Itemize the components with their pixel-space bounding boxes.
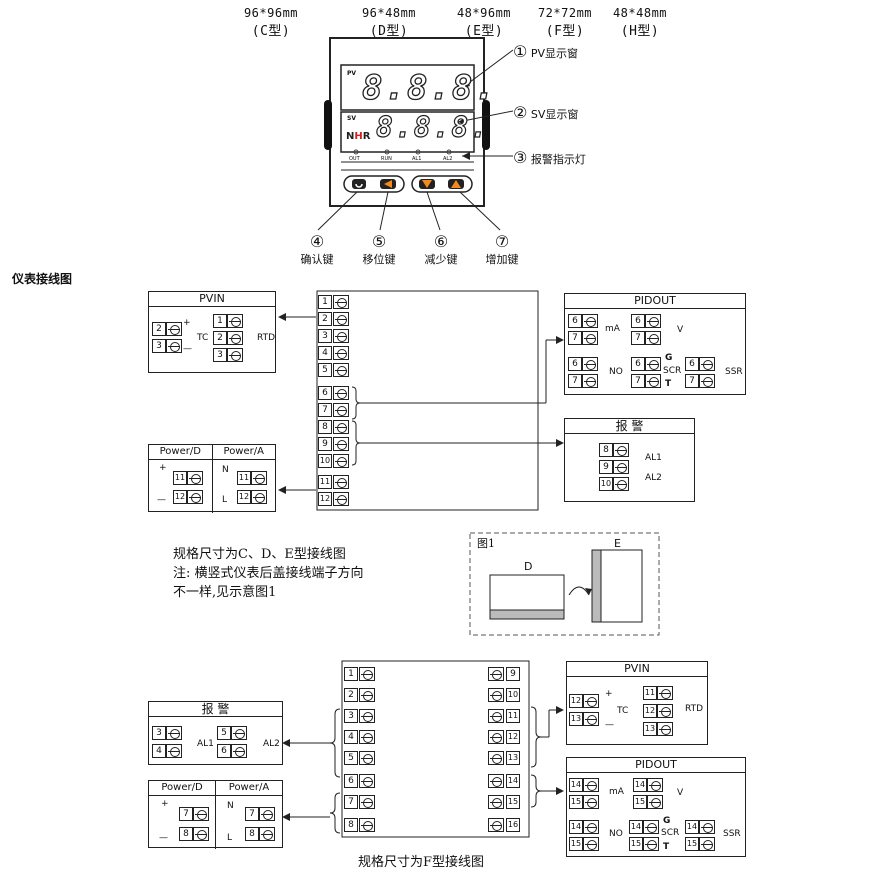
fig1-label: 图1: [477, 537, 495, 550]
f-pidout-box: PIDOUT 14 15 mA 14 15 V 14 15 NO 14 15 G…: [566, 757, 746, 857]
terminal-1: 1: [318, 295, 332, 309]
sv-tag: SV: [347, 115, 356, 122]
notes: 规格尺寸为C、D、E型接线图 注: 横竖式仪表后盖接线端子方向 不一样,见示意图…: [173, 547, 364, 600]
alarm-al1-label: AL1: [645, 453, 662, 463]
sv-display: 8.8.8.: [375, 110, 490, 144]
pidout-scr-label: SCR: [663, 366, 682, 376]
f-alarm-box: 报 警 3 4 AL1 5 6 AL2: [148, 701, 283, 765]
terminal-4: 4: [318, 346, 332, 360]
fig1-d-label: D: [524, 560, 533, 573]
pvin-title: PVIN: [149, 292, 275, 307]
terminal-2: 2: [318, 312, 332, 326]
terminal-6: 6: [318, 386, 332, 400]
pidout-title: PIDOUT: [565, 294, 745, 309]
size-label-h: 48*48mm(H型): [612, 6, 668, 39]
terminal-10: 10: [318, 454, 332, 468]
terminal-9: 9: [318, 437, 332, 451]
size-label-e: 48*96mm(E型): [456, 6, 512, 39]
terminal-5: 5: [318, 363, 332, 377]
decrease-key[interactable]: [418, 178, 436, 190]
main-terminal-column: 1 2 3 4 5 6 7 8 9 10 11 12: [317, 292, 353, 510]
pidout-t-label: T: [665, 379, 672, 389]
terminal-12: 12: [318, 492, 332, 506]
power-box: Power/D Power/A + 11 12 — N 11 12 L: [148, 444, 276, 513]
led-label-al2: AL2: [443, 156, 453, 162]
alarm-al2-label: AL2: [645, 473, 662, 483]
led-label-run: RUN: [381, 156, 392, 162]
section-title: 仪表接线图: [12, 272, 73, 286]
pv-tag: PV: [347, 70, 357, 77]
power-l-label: L: [222, 495, 228, 505]
alarm-box: 报 警 8 9 10 AL1 AL2: [564, 418, 695, 502]
power-a-title: Power/A: [223, 446, 264, 457]
led-label-al1: AL1: [412, 156, 422, 162]
led-label-out: OUT: [349, 156, 360, 162]
size-label-d: 96*48mm(D型): [361, 6, 417, 39]
power-n-label: N: [222, 465, 229, 475]
shift-key[interactable]: [379, 178, 397, 190]
pidout-box: PIDOUT 6 7 mA 6 7 V 6 7 NO 6 7 G SCR T 6…: [564, 293, 746, 395]
callout-sv: ② SV显示窗: [513, 103, 579, 122]
size-label-c: 96*96mm(C型): [243, 6, 299, 39]
pidout-no-label: NO: [609, 367, 623, 377]
pvin-rtd-label: RTD: [257, 333, 276, 343]
brand-logo: NHR: [346, 131, 371, 142]
pidout-g-label: G: [665, 353, 673, 363]
alarm-title: 报 警: [565, 419, 694, 434]
power-d-title: Power/D: [149, 445, 213, 459]
terminal-11: 11: [318, 475, 332, 489]
terminal-3: 3: [318, 329, 332, 343]
f-terminal-right: 9 10 11 12 13 14 15 16: [488, 662, 528, 836]
terminal-7: 7: [318, 403, 332, 417]
pidout-v-label: V: [677, 325, 684, 335]
fig1-e-label: E: [614, 537, 621, 550]
size-label-f: 72*72mm(F型): [537, 6, 593, 39]
f-power-box: Power/D Power/A + 7 8 — N 7 8 L: [148, 780, 283, 849]
increase-key[interactable]: [447, 178, 465, 190]
pidout-ssr-label: SSR: [725, 367, 743, 377]
pidout-ma-label: mA: [605, 324, 620, 334]
callout-alarm-led: ③ 报警指示灯: [513, 148, 586, 167]
terminal-8: 8: [318, 420, 332, 434]
pvin-tc-label: TC: [197, 333, 209, 343]
f-pvin-box: PVIN 12 13 + — TC 11 12 13 RTD: [566, 661, 708, 745]
f-terminal-left: 1 2 3 4 5 6 7 8: [342, 662, 382, 836]
confirm-key[interactable]: [350, 178, 368, 190]
pv-display: 8.8.8.: [361, 67, 497, 108]
caption-f: 规格尺寸为F型接线图: [358, 855, 485, 870]
callout-pv: ① PV显示窗: [513, 42, 579, 61]
pvin-box: PVIN 2 3 + — TC 1 2 3 RTD: [148, 291, 276, 373]
